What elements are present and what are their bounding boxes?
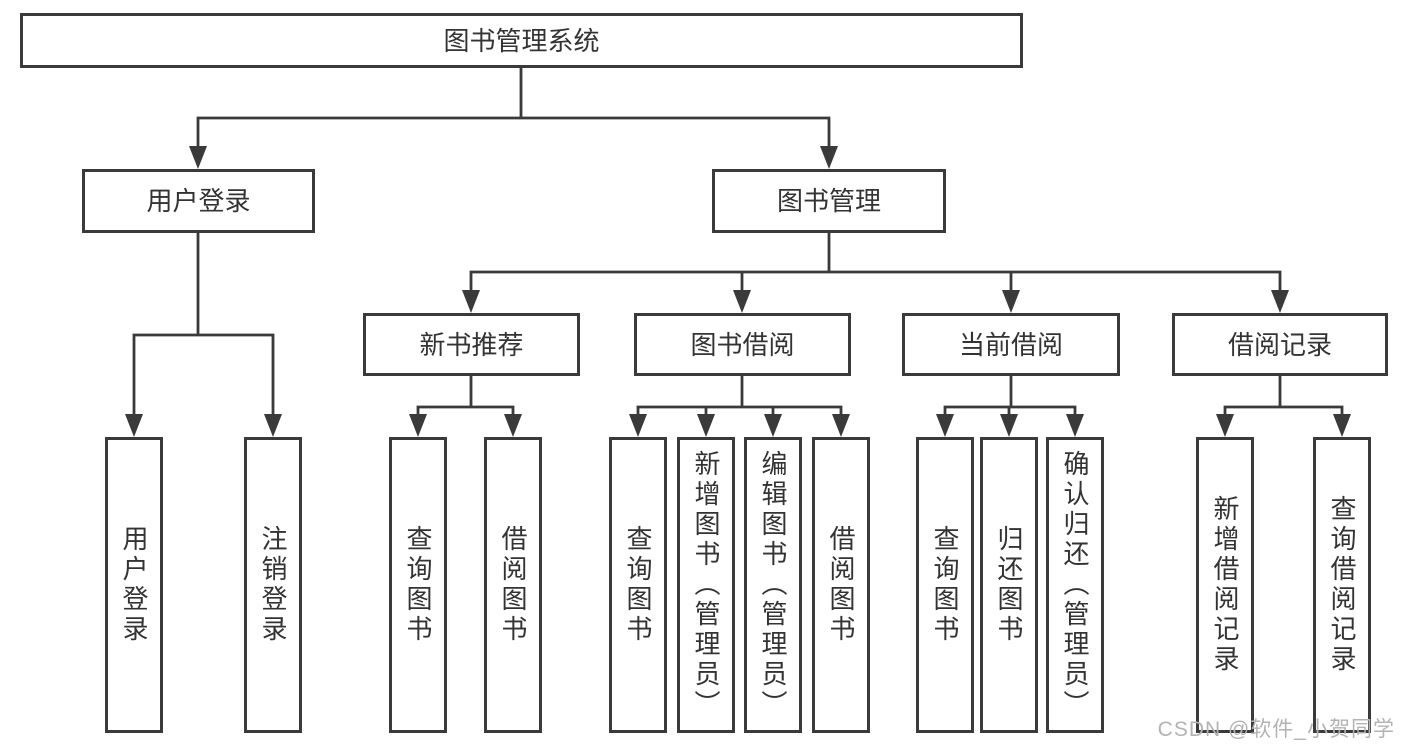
- node-label: 图书管理: [776, 186, 881, 216]
- leaf-query-books-borrow: 查询图书: [609, 437, 667, 733]
- leaf-query-borrow-record: 查询借阅记录: [1313, 437, 1371, 733]
- connector-borrow-records-to-leaves: [1216, 376, 1351, 437]
- node-borrow-records: 借阅记录: [1172, 313, 1388, 376]
- node-label: 图书管理系统: [443, 25, 600, 56]
- leaf-add-borrow-record: 新增借阅记录: [1196, 437, 1254, 733]
- node-label: 查询借阅记录: [1327, 495, 1357, 675]
- node-label: 当前借阅: [958, 329, 1063, 360]
- leaf-logout: 注销登录: [244, 437, 302, 733]
- node-book-borrow: 图书借阅: [634, 313, 851, 376]
- leaf-query-books-recommend: 查询图书: [389, 437, 447, 733]
- leaf-edit-book-admin: 编辑图书（管理员）: [744, 437, 802, 733]
- node-label: 新书推荐: [419, 329, 524, 360]
- leaf-add-book-admin: 新增图书（管理员）: [677, 437, 735, 733]
- connector-user-login-to-leaves: [125, 233, 282, 437]
- node-book-management-branch: 图书管理: [712, 169, 946, 233]
- node-current-borrow: 当前借阅: [902, 313, 1120, 376]
- leaf-confirm-return-admin: 确认归还（管理员）: [1046, 437, 1104, 733]
- node-label: 图书借阅: [690, 329, 795, 360]
- connector-current-borrow-to-leaves: [936, 376, 1084, 437]
- leaf-return-book: 归还图书: [980, 437, 1038, 733]
- leaf-borrow-books-recommend: 借阅图书: [484, 437, 542, 733]
- node-label: 查询图书: [623, 525, 653, 645]
- node-label: 编辑图书（管理员）: [758, 450, 788, 720]
- csdn-watermark: CSDN @软件_小贺同学: [1157, 718, 1395, 741]
- node-label: 查询图书: [403, 525, 433, 645]
- node-label: 归还图书: [994, 525, 1024, 645]
- node-label: 借阅图书: [498, 525, 528, 645]
- node-label: 借阅图书: [826, 525, 856, 645]
- node-label: 用户登录: [119, 525, 149, 645]
- connector-new-book-to-leaves: [409, 376, 522, 437]
- leaf-borrow-books-borrow: 借阅图书: [812, 437, 870, 733]
- node-label: 注销登录: [258, 525, 288, 645]
- node-label: 查询图书: [930, 525, 960, 645]
- node-label: 确认归还（管理员）: [1060, 450, 1090, 720]
- node-label: 新增图书（管理员）: [691, 450, 721, 720]
- node-user-login-branch: 用户登录: [82, 169, 315, 233]
- connector-book-management-to-mid: [462, 233, 1289, 313]
- leaf-query-books-current: 查询图书: [916, 437, 974, 733]
- node-library-management-system: 图书管理系统: [20, 13, 1023, 68]
- connector-root-to-level2: [189, 68, 838, 169]
- connector-book-borrow-to-leaves: [629, 376, 850, 437]
- node-new-book-recommend: 新书推荐: [363, 313, 580, 376]
- node-label: 借阅记录: [1227, 329, 1332, 360]
- node-label: 用户登录: [146, 186, 251, 216]
- leaf-user-login: 用户登录: [105, 437, 163, 733]
- node-label: 新增借阅记录: [1210, 495, 1240, 675]
